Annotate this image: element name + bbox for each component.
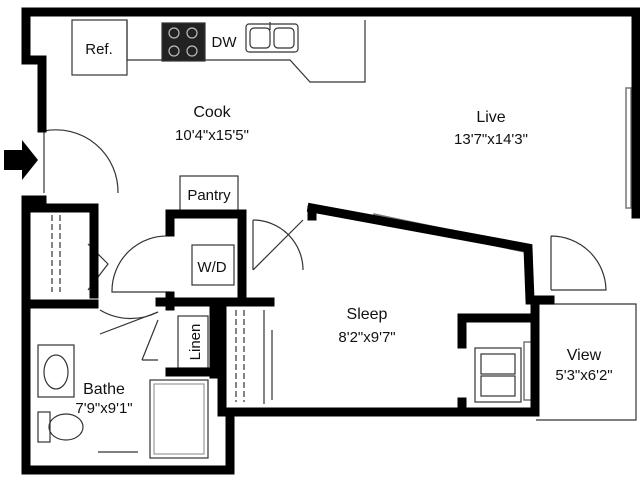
doors [43, 129, 607, 361]
room-name-view: View [567, 347, 602, 364]
walls [21, 7, 640, 475]
room-name-live: Live [476, 109, 505, 126]
balcony [536, 303, 637, 421]
room-name-sleep: Sleep [347, 306, 388, 323]
ref-label: Ref. [85, 41, 113, 58]
linen-label: Linen [187, 324, 204, 361]
room-dims-sleep: 8'2"x9'7" [338, 329, 395, 346]
washer-dryer-box [191, 244, 235, 286]
room-name-cook: Cook [193, 104, 231, 121]
kitchen-sink [245, 22, 299, 53]
entry-door [43, 129, 119, 194]
fixtures [37, 19, 637, 459]
bath-sink [37, 344, 75, 398]
pantry-label: Pantry [187, 187, 231, 204]
room-dims-bathe: 7'9"x9'1" [75, 400, 132, 417]
entry-arrow-icon [4, 140, 38, 180]
stove [161, 22, 206, 62]
wd-label: W/D [197, 259, 226, 276]
room-name-bathe: Bathe [83, 381, 125, 398]
dw-label: DW [212, 34, 238, 51]
labels: Ref. DW Cook 10'4"x15'5" Live 13'7"x14'3… [75, 34, 612, 417]
view-door [550, 235, 607, 291]
shower [149, 379, 209, 459]
room-dims-cook: 10'4"x15'5" [175, 127, 249, 144]
refrigerator [71, 19, 128, 76]
toilet [37, 411, 84, 443]
bath-door [99, 309, 159, 320]
room-dims-view: 5'3"x6'2" [555, 367, 612, 384]
room-dims-live: 13'7"x14'3" [454, 131, 528, 148]
window-seat [474, 347, 522, 403]
laundry-door [111, 235, 171, 293]
